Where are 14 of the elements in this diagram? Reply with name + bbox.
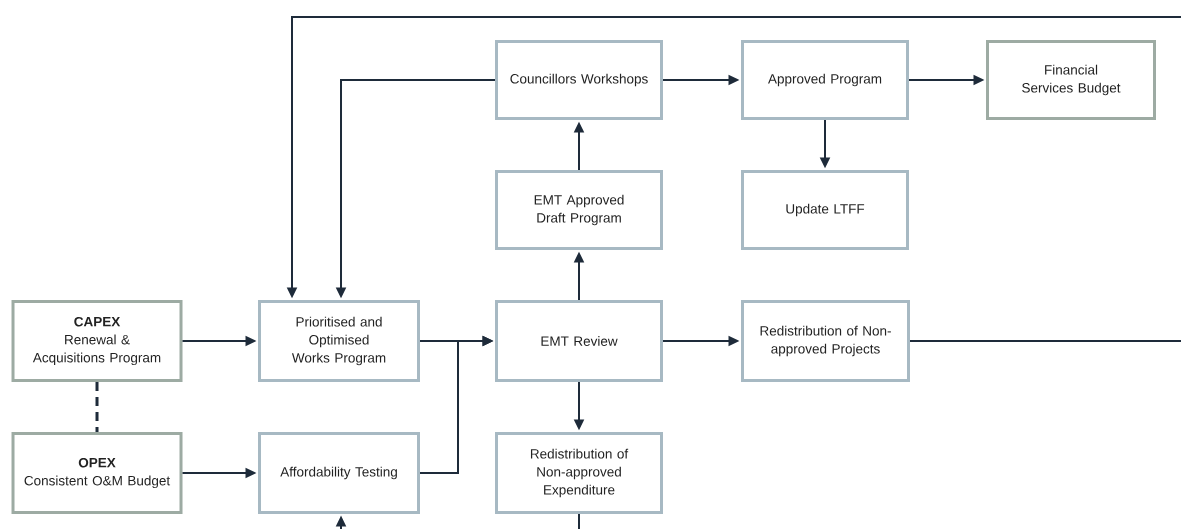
process-box: Redistribution of Non-approved Projects <box>741 300 910 382</box>
process-box: EMT Approved Draft Program <box>495 170 663 250</box>
process-box: Approved Program <box>741 40 909 120</box>
process-box: Financial Services Budget <box>986 40 1156 120</box>
process-box: EMT Review <box>495 300 663 382</box>
process-box: Update LTFF <box>741 170 909 250</box>
process-box: Redistribution of Non-approved Expenditure <box>495 432 663 514</box>
process-box: Councillors Workshops <box>495 40 663 120</box>
process-box: OPEX Consistent O&M Budget <box>11 432 183 514</box>
process-box: Prioritised and Optimised Works Program <box>258 300 420 382</box>
dashed-connector <box>95 382 99 432</box>
process-box: CAPEX Renewal & Acquisitions Program <box>11 300 183 382</box>
process-box: Affordability Testing <box>258 432 420 514</box>
arrow <box>335 513 580 529</box>
